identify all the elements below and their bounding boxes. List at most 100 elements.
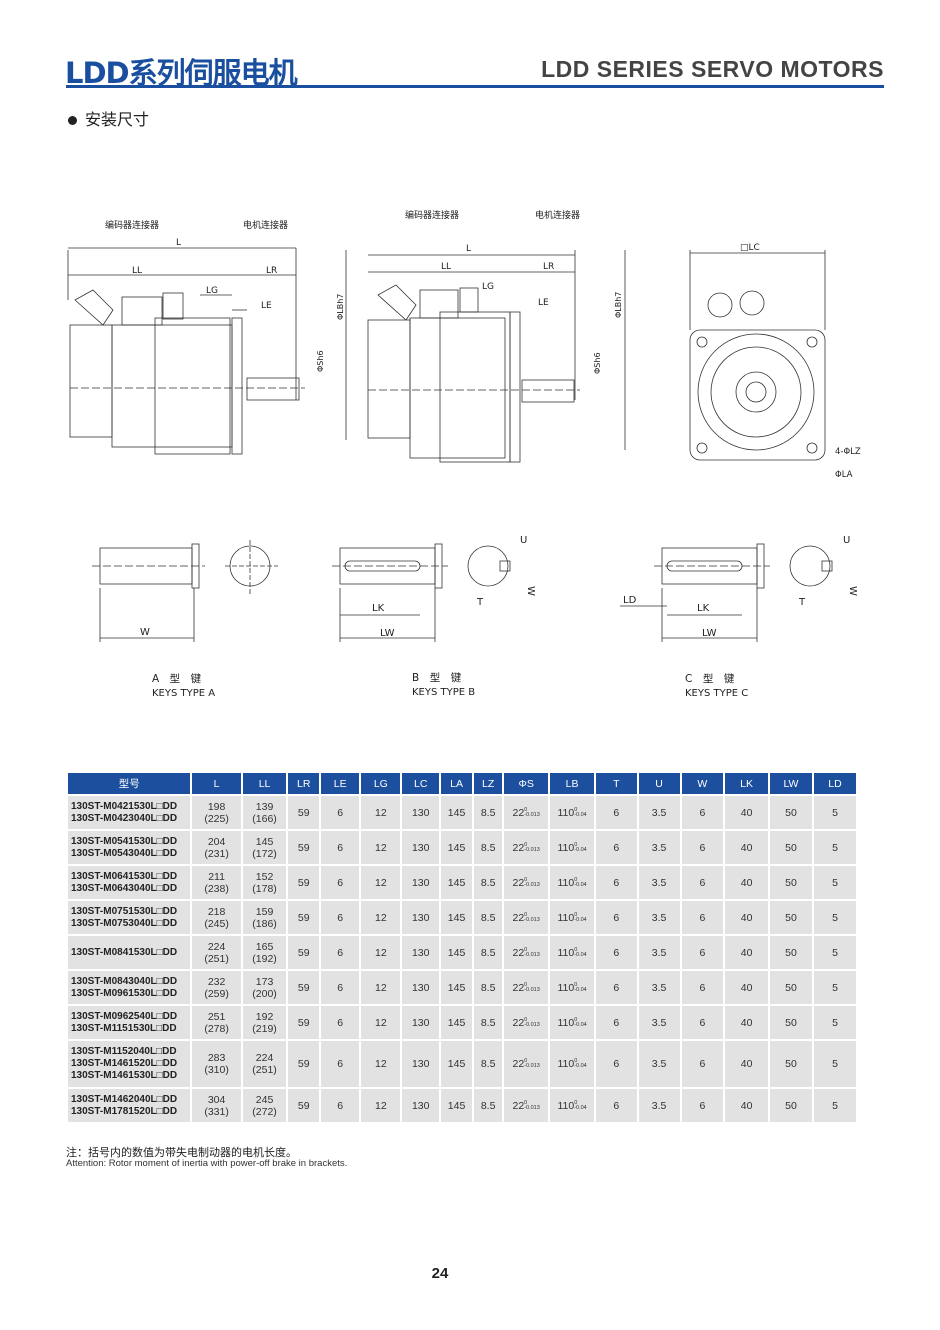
cell-lg: 12 <box>361 796 401 829</box>
cell-ll: 145 (172) <box>242 831 287 864</box>
cell-w: 6 <box>681 796 724 829</box>
cell-le: 6 <box>321 796 360 829</box>
cell-lb: 1100-0.04 <box>550 901 595 934</box>
cell-lg: 12 <box>361 1006 401 1039</box>
cell-l: 251 (278) <box>192 1006 241 1039</box>
column-header: LL <box>242 773 287 794</box>
cell-lr: 59 <box>288 831 320 864</box>
cell-s: 220-0.013 <box>504 1006 549 1039</box>
dim-LB-1: ΦLBh7 <box>336 294 345 320</box>
column-header: LB <box>550 773 595 794</box>
cell-lc: 130 <box>402 1041 440 1087</box>
cell-t: 6 <box>596 901 637 934</box>
cell-lg: 12 <box>361 1089 401 1122</box>
dim-LK-b: LK <box>372 603 385 614</box>
cell-lg: 12 <box>361 831 401 864</box>
cell-t: 6 <box>596 1041 637 1087</box>
column-header: LA <box>441 773 473 794</box>
cell-lk: 40 <box>725 1089 768 1122</box>
cell-lw: 50 <box>769 936 812 969</box>
cell-lb: 1100-0.04 <box>550 1089 595 1122</box>
cell-t: 6 <box>596 1006 637 1039</box>
cell-t: 6 <box>596 1089 637 1122</box>
cell-ld: 5 <box>813 1041 856 1087</box>
cell-ll: 245 (272) <box>242 1089 287 1122</box>
cell-w: 6 <box>681 1006 724 1039</box>
bullet-icon <box>68 116 77 125</box>
column-header: LD <box>813 773 856 794</box>
cell-lk: 40 <box>725 936 768 969</box>
cell-ld: 5 <box>813 901 856 934</box>
cell-w: 6 <box>681 971 724 1004</box>
cell-lg: 12 <box>361 936 401 969</box>
cell-lk: 40 <box>725 901 768 934</box>
cell-lb: 1100-0.04 <box>550 971 595 1004</box>
label-encoder-connector-2: 编码器连接器 <box>405 209 459 221</box>
cell-lb: 1100-0.04 <box>550 831 595 864</box>
cell-lc: 130 <box>402 971 440 1004</box>
cell-le: 6 <box>321 1089 360 1122</box>
cell-lc: 130 <box>402 831 440 864</box>
column-header: LZ <box>474 773 503 794</box>
cell-u: 3.5 <box>638 866 680 899</box>
key-type-b-drawing <box>332 543 511 642</box>
dim-LG-1: LG <box>206 286 218 296</box>
motor-front-view <box>689 250 826 461</box>
cell-ll: 192 (219) <box>242 1006 287 1039</box>
cell-s: 220-0.013 <box>504 866 549 899</box>
cell-lg: 12 <box>361 866 401 899</box>
cell-lz: 8.5 <box>474 936 503 969</box>
cell-w: 6 <box>681 831 724 864</box>
cell-le: 6 <box>321 971 360 1004</box>
cell-la: 145 <box>441 796 473 829</box>
cell-ll: 224 (251) <box>242 1041 287 1087</box>
dim-LC: □LC <box>740 243 760 253</box>
dim-LW-c: LW <box>702 628 717 639</box>
label-encoder-connector-1: 编码器连接器 <box>105 219 159 231</box>
cell-lr: 59 <box>288 936 320 969</box>
cell-ll: 139 (166) <box>242 796 287 829</box>
cell-s: 220-0.013 <box>504 971 549 1004</box>
cell-ll: 173 (200) <box>242 971 287 1004</box>
cell-lw: 50 <box>769 971 812 1004</box>
dim-U-c: U <box>843 535 850 546</box>
dim-W-a: W <box>140 627 150 638</box>
cell-lw: 50 <box>769 1089 812 1122</box>
cell-ld: 5 <box>813 971 856 1004</box>
cell-le: 6 <box>321 831 360 864</box>
cell-t: 6 <box>596 971 637 1004</box>
key-b-label-cn: B 型 键 <box>412 671 462 684</box>
cell-ld: 5 <box>813 866 856 899</box>
cell-la: 145 <box>441 866 473 899</box>
cell-la: 145 <box>441 971 473 1004</box>
cell-la: 145 <box>441 1089 473 1122</box>
dimension-drawings: 编码器连接器 电机连接器 L LL LR LG LE ΦLBh7 ΦSh6 编码… <box>67 209 861 699</box>
dim-S-1: ΦSh6 <box>316 350 325 372</box>
cell-lc: 130 <box>402 1006 440 1039</box>
cell-ll: 159 (186) <box>242 901 287 934</box>
cell-u: 3.5 <box>638 1089 680 1122</box>
cell-u: 3.5 <box>638 901 680 934</box>
key-c-label-cn: C 型 键 <box>685 672 735 685</box>
cell-model: 130ST-M0843040L□DD 130ST-M0961530L□DD <box>68 971 191 1004</box>
cell-lw: 50 <box>769 1006 812 1039</box>
column-header: 型号 <box>68 773 191 794</box>
note-cn: 注：括号内的数值为带失电制动器的电机长度。 <box>66 1146 297 1159</box>
cell-lw: 50 <box>769 796 812 829</box>
cell-l: 211 (238) <box>192 866 241 899</box>
cell-s: 220-0.013 <box>504 796 549 829</box>
cell-ld: 5 <box>813 1006 856 1039</box>
dim-LA: ΦLA <box>835 470 853 480</box>
cell-u: 3.5 <box>638 1041 680 1087</box>
dim-LZ: 4-ΦLZ <box>835 447 861 457</box>
column-header: LG <box>361 773 401 794</box>
cell-s: 220-0.013 <box>504 1041 549 1087</box>
cell-l: 224 (251) <box>192 936 241 969</box>
dim-LE-1: LE <box>261 301 272 311</box>
